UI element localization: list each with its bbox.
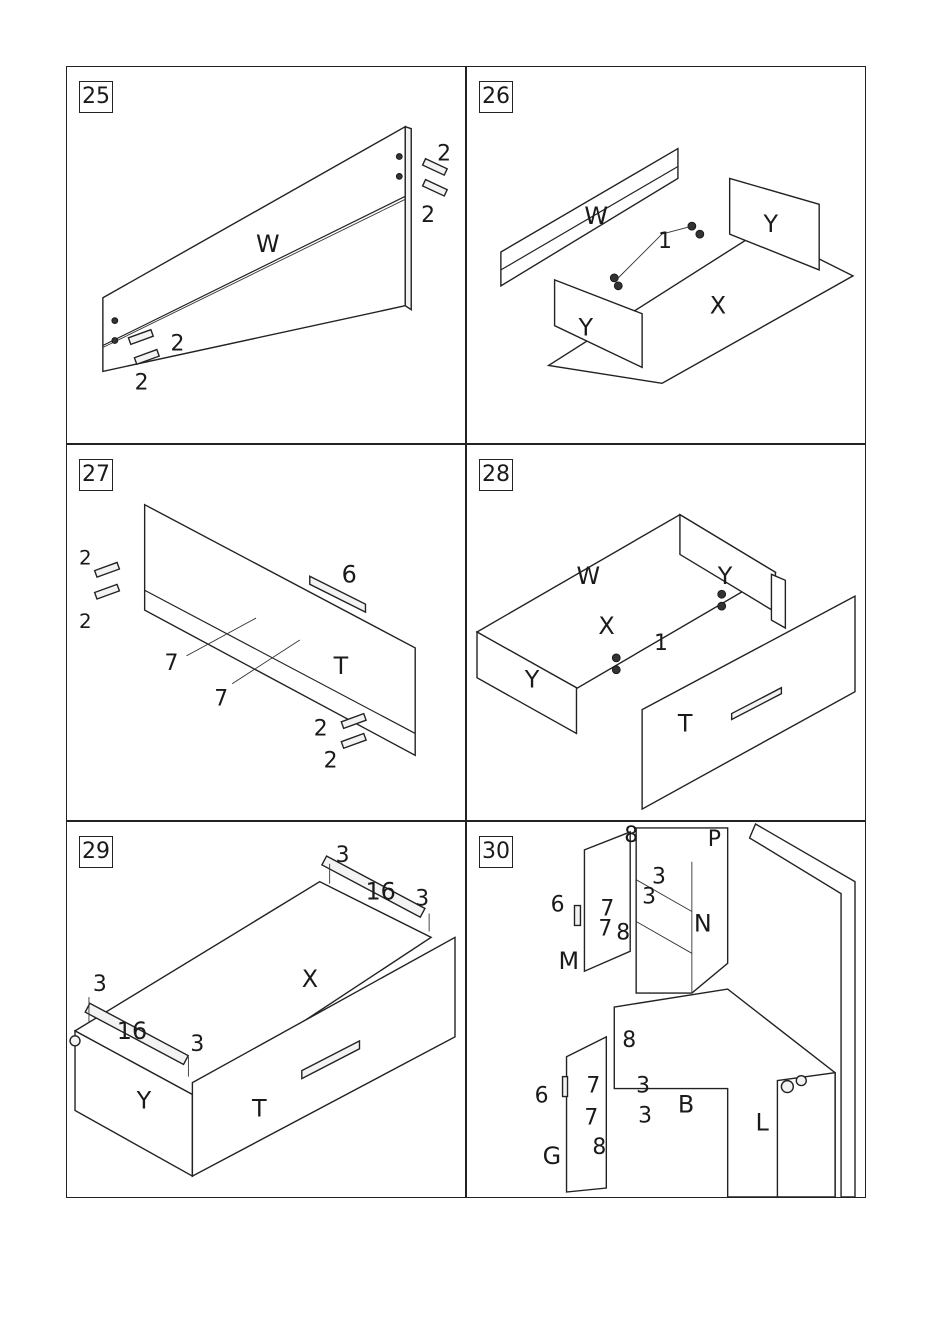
svg-text:2: 2: [437, 142, 451, 167]
handle-icon: [574, 906, 580, 926]
svg-text:2: 2: [314, 716, 328, 741]
svg-text:8: 8: [592, 1135, 606, 1160]
step-29-panel: 29 3 16 3 3 X 16 3 Y T: [66, 821, 466, 1198]
handle-icon: [563, 1077, 568, 1097]
svg-text:2: 2: [79, 546, 92, 569]
svg-text:N: N: [694, 909, 712, 937]
svg-text:16: 16: [365, 878, 395, 906]
svg-text:1: 1: [658, 229, 672, 254]
svg-text:3: 3: [636, 1074, 650, 1099]
svg-text:6: 6: [535, 1084, 549, 1109]
svg-text:T: T: [677, 709, 693, 737]
svg-text:1: 1: [654, 631, 668, 656]
svg-text:W: W: [256, 230, 280, 258]
svg-text:3: 3: [638, 1103, 652, 1128]
svg-text:7: 7: [584, 1105, 598, 1130]
svg-text:7: 7: [598, 916, 612, 941]
step-30-illustration: P 3 6 3 7 7 8 8 N M 8 7 3 6 B 7 3 L 8 G: [467, 822, 865, 1197]
svg-text:2: 2: [171, 331, 185, 356]
svg-text:Y: Y: [524, 666, 540, 694]
upper-shelf-n: [636, 828, 728, 993]
svg-text:B: B: [678, 1090, 694, 1118]
step-25-illustration: W 2 2 2 2: [67, 67, 465, 443]
step-29-illustration: 3 16 3 3 X 16 3 Y T: [67, 822, 465, 1197]
svg-text:3: 3: [642, 885, 656, 910]
svg-text:W: W: [584, 202, 608, 230]
svg-text:T: T: [333, 652, 349, 680]
svg-text:16: 16: [117, 1017, 147, 1045]
svg-text:Y: Y: [136, 1086, 152, 1114]
svg-text:2: 2: [324, 748, 338, 773]
step-26-illustration: W Y Y X 1: [467, 67, 865, 443]
svg-text:8: 8: [616, 920, 630, 945]
svg-text:X: X: [598, 612, 614, 640]
svg-text:7: 7: [586, 1074, 600, 1099]
svg-text:3: 3: [415, 887, 429, 912]
svg-text:2: 2: [135, 370, 149, 395]
svg-text:Y: Y: [577, 314, 593, 342]
svg-text:X: X: [302, 965, 318, 993]
svg-text:7: 7: [214, 687, 228, 712]
step-28-panel: 28 W Y X 1 Y T: [466, 444, 866, 821]
svg-text:G: G: [543, 1142, 562, 1170]
svg-text:3: 3: [93, 972, 107, 997]
step-26-panel: 26 W Y Y X 1: [466, 66, 866, 444]
svg-text:3: 3: [190, 1032, 204, 1057]
svg-text:3: 3: [336, 843, 350, 868]
svg-text:X: X: [710, 292, 726, 320]
svg-text:Y: Y: [717, 562, 733, 590]
step-28-illustration: W Y X 1 Y T: [467, 445, 865, 820]
svg-text:6: 6: [342, 560, 357, 588]
step-27-panel: 2 7 2 2 6 7 7 T 2 2: [66, 444, 466, 821]
svg-text:P: P: [708, 827, 721, 852]
svg-text:Y: Y: [762, 210, 778, 238]
step-25-panel: 25 W 2 2 2 2: [66, 66, 466, 444]
front-panel-t: [145, 505, 416, 756]
svg-text:7: 7: [165, 651, 179, 676]
svg-text:T: T: [251, 1094, 267, 1122]
svg-text:8: 8: [624, 823, 638, 848]
svg-text:M: M: [559, 947, 580, 975]
svg-text:W: W: [576, 562, 600, 590]
svg-text:8: 8: [622, 1028, 636, 1053]
step-30-panel: 30 P 3 6 3 7 7 8 8 N M 8 7 3 6 B 7 3 L 8…: [466, 821, 866, 1198]
step-27-illustration: 2 2 6 7 7 T 2 2: [67, 445, 465, 820]
svg-text:6: 6: [551, 893, 565, 918]
svg-text:L: L: [756, 1108, 770, 1136]
svg-text:2: 2: [421, 203, 435, 228]
svg-text:2: 2: [79, 610, 92, 633]
